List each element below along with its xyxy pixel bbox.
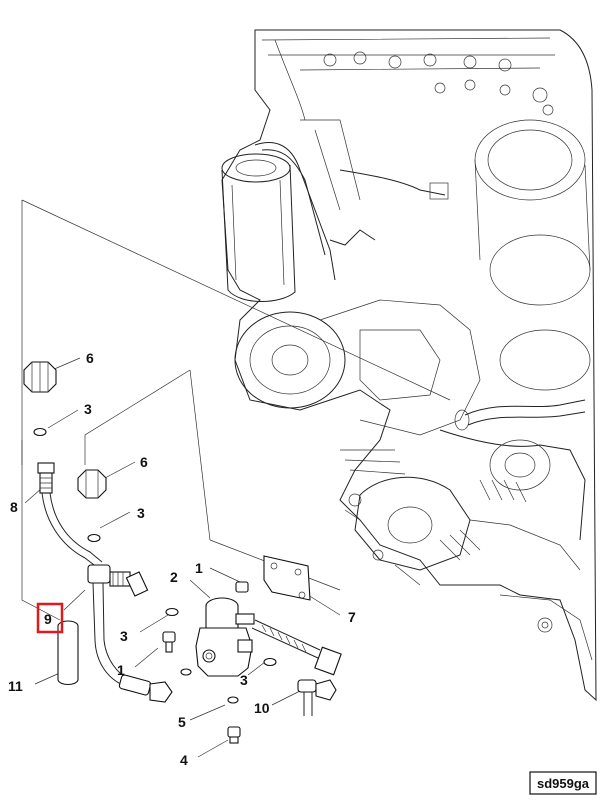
bolt-1-left	[162, 631, 176, 653]
callout-4: 4	[180, 752, 188, 768]
fitting-nut-6-top	[23, 361, 57, 393]
callout-3-left: 3	[120, 628, 128, 644]
callout-10: 10	[254, 700, 270, 716]
elbow-fitting-10	[297, 679, 337, 716]
callout-2: 2	[170, 569, 178, 585]
callout-8: 8	[10, 499, 18, 515]
callout-6-top: 6	[86, 350, 94, 366]
hose-9	[92, 582, 173, 703]
callout-labels: 6 3 6 3 8 9 11 1 2 3 1 3 5 4 10 7	[8, 350, 356, 768]
fitting-nut-6-mid	[77, 469, 107, 499]
callout-6-mid: 6	[140, 454, 148, 470]
hose-8	[37, 462, 103, 569]
callout-9: 9	[44, 611, 52, 627]
bracket-7	[263, 555, 311, 601]
reference-code: sd959ga	[537, 776, 590, 791]
o-ring-3-bottom	[180, 657, 277, 676]
filter-housing-2	[195, 597, 255, 677]
o-ring-3-mid	[87, 533, 101, 543]
callout-1-top: 1	[195, 560, 203, 576]
o-ring-3-top	[33, 427, 47, 437]
callout-11: 11	[8, 678, 23, 694]
callout-3-bottom: 3	[240, 672, 248, 688]
washer-5	[227, 696, 239, 704]
guide-lines	[21, 199, 451, 758]
braided-hose	[251, 619, 342, 676]
o-ring-3-left	[165, 607, 179, 617]
callout-5: 5	[178, 714, 186, 730]
engine-block-illustration	[221, 29, 597, 702]
reference-code-box: sd959ga	[529, 771, 597, 795]
callout-3-top: 3	[84, 401, 92, 417]
bolt-1-top	[235, 581, 249, 593]
sleeve-11	[57, 620, 79, 686]
tee-fitting	[87, 564, 149, 597]
callout-9-highlight	[36, 602, 64, 634]
plug-4	[227, 726, 241, 744]
callout-7: 7	[348, 609, 356, 625]
callout-1-bottom: 1	[117, 662, 125, 678]
callout-3-mid: 3	[137, 505, 145, 521]
